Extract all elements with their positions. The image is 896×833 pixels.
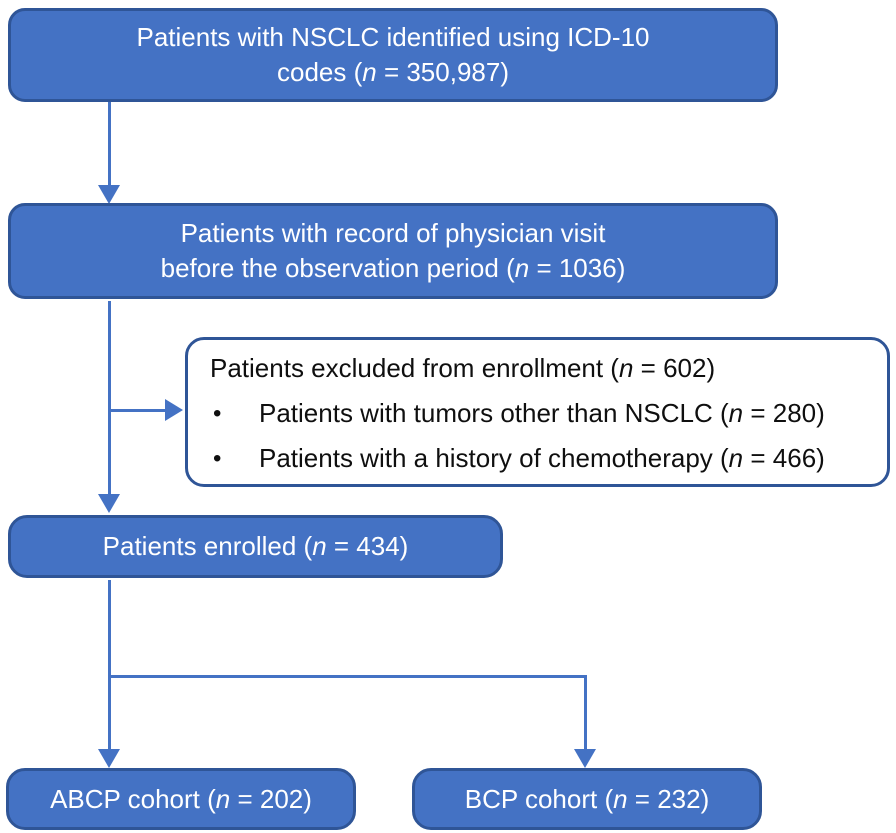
node-physician-visit: Patients with record of physician visit … — [8, 203, 778, 299]
arrowhead-down-icon — [98, 494, 120, 513]
excluded-bullet-text: Patients with a history of chemotherapy … — [259, 443, 825, 473]
connector-visit-to-enrolled — [108, 301, 111, 495]
node-text-line: Patients with record of physician visit — [180, 218, 606, 248]
connector-identified-to-visit — [108, 102, 111, 187]
arrowhead-down-icon — [574, 749, 596, 768]
node-text-line: Patients enrolled (n = 434) — [102, 531, 409, 561]
node-enrolled: Patients enrolled (n = 434) — [8, 515, 503, 578]
excluded-bullet-item: • Patients with tumors other than NSCLC … — [210, 391, 871, 436]
node-nsclc-identified: Patients with NSCLC identified using ICD… — [8, 8, 778, 102]
bullet-icon: • — [213, 400, 222, 427]
node-excluded: Patients excluded from enrollment (n = 6… — [185, 337, 890, 487]
excluded-bullet-item: • Patients with a history of chemotherap… — [210, 436, 871, 481]
node-abcp-cohort: ABCP cohort (n = 202) — [6, 768, 356, 830]
excluded-title: Patients excluded from enrollment (n = 6… — [210, 353, 716, 383]
node-bcp-cohort: BCP cohort (n = 232) — [412, 768, 762, 830]
connector-split-to-bcp — [584, 675, 587, 750]
node-text-line: codes (n = 350,987) — [276, 57, 509, 87]
arrowhead-right-icon — [165, 399, 183, 421]
connector-branch-to-excluded — [110, 409, 167, 412]
node-text-line: BCP cohort (n = 232) — [464, 783, 710, 814]
arrowhead-down-icon — [98, 749, 120, 768]
connector-enrolled-to-abcp — [108, 580, 111, 750]
node-text-line: Patients with NSCLC identified using ICD… — [136, 22, 650, 52]
node-text-line: before the observation period (n = 1036) — [160, 253, 626, 283]
node-text-line: ABCP cohort (n = 202) — [50, 783, 312, 814]
connector-split-horizontal — [108, 675, 587, 678]
excluded-bullet-text: Patients with tumors other than NSCLC (n… — [259, 398, 825, 428]
arrowhead-down-icon — [98, 185, 120, 204]
bullet-icon: • — [213, 445, 222, 472]
